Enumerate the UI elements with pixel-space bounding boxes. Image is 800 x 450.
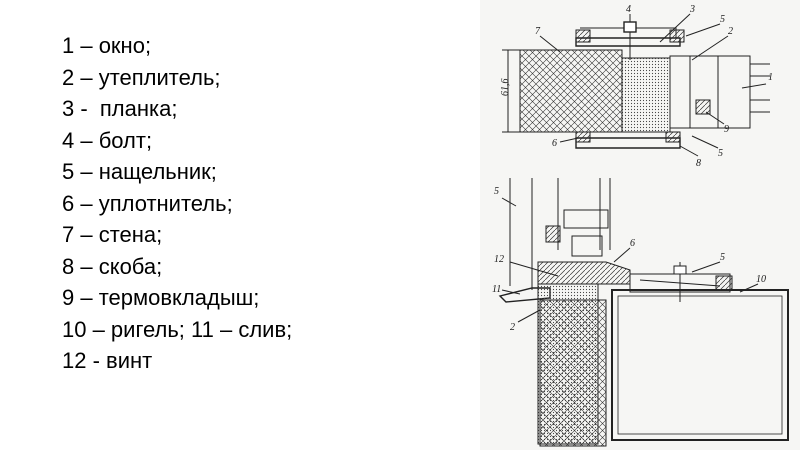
legend-item: 1 – окно; <box>62 33 152 58</box>
top-section <box>502 13 770 157</box>
top-batten <box>575 37 681 47</box>
bottom-section <box>498 178 789 447</box>
callout-5d: 5 <box>720 252 725 263</box>
callout-12: 12 <box>494 254 504 265</box>
callout-2: 2 <box>728 26 733 37</box>
callout-9: 9 <box>724 124 729 135</box>
legend-item: 3 - планка; <box>62 96 178 121</box>
legend-item: 9 – термовкладыш; <box>62 285 260 310</box>
legend-item: 5 – нащельник; <box>62 159 217 184</box>
callout-1: 1 <box>768 72 773 83</box>
callout-10: 10 <box>756 274 766 285</box>
wall-bottom <box>539 299 607 447</box>
callout-11: 11 <box>492 284 501 295</box>
wall-section <box>519 49 623 133</box>
dimension-label: 61,6 <box>500 79 511 97</box>
transom <box>611 289 789 441</box>
bolt <box>623 21 637 33</box>
callout-6b: 6 <box>630 238 635 249</box>
callout-4: 4 <box>626 4 631 15</box>
callout-5c: 5 <box>494 186 499 197</box>
insulation <box>621 57 671 133</box>
callout-2b: 2 <box>510 322 515 333</box>
callout-8: 8 <box>696 158 701 169</box>
legend-item: 7 – стена; <box>62 222 163 247</box>
seal <box>537 261 631 285</box>
legend-item: 4 – болт; <box>62 127 153 153</box>
legend-item: 10 – ригель; 11 – слив; <box>62 316 293 342</box>
window-frame <box>669 55 751 129</box>
legend-list: 1 – окно; 2 – утеплитель; 3 - планка; 4 … <box>62 30 292 377</box>
technical-drawing: 61,6 7 4 3 5 2 1 6 8 5 9 <box>480 0 800 450</box>
bottom-clamp <box>575 137 681 149</box>
callout-5b: 5 <box>718 148 723 159</box>
legend-item: 12 - винт <box>62 348 153 373</box>
callout-6: 6 <box>552 138 557 149</box>
legend-item: 6 – уплотнитель; <box>62 190 233 216</box>
callout-3: 3 <box>689 4 695 15</box>
legend-item: 2 – утеплитель; <box>62 64 221 90</box>
legend-item: 8 – скоба; <box>62 253 163 279</box>
callout-7: 7 <box>535 26 541 37</box>
callout-5: 5 <box>720 14 725 25</box>
